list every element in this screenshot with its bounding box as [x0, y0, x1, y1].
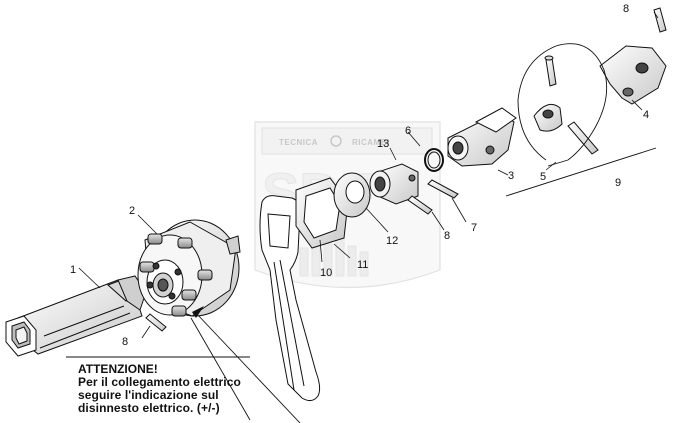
pin-part-lower-left: [145, 313, 167, 332]
group-9-outline: [505, 43, 657, 197]
warning-line-1: Per il collegamento elettrico: [78, 375, 241, 389]
warning-note: ATTENZIONE! Per il collegamento elettric…: [78, 363, 268, 415]
callout-13: 13: [377, 138, 389, 150]
callout-1: 1: [70, 264, 76, 276]
callout-10: 10: [320, 267, 332, 279]
watermark-left-text: TECNICA: [279, 138, 318, 147]
callout-11: 11: [357, 259, 368, 271]
leader-lines: [78, 11, 659, 339]
hub-housing-part: [137, 219, 241, 317]
lever-part: [259, 195, 321, 402]
callout-8-center: 8: [444, 230, 450, 242]
callout-2: 2: [129, 205, 135, 217]
warning-title: ATTENZIONE!: [78, 362, 158, 376]
arrow-icon: [192, 306, 204, 318]
bushing-part: [369, 163, 419, 205]
warning-line-2: seguire l'indicazione sul: [78, 388, 219, 402]
warning-line-3: disinnesto elettrico. (+/-): [78, 401, 220, 415]
fork-pieces-part: [533, 55, 599, 155]
watermark-gear-icon: [330, 135, 342, 147]
callout-7: 7: [471, 222, 477, 234]
callout-9: 9: [615, 177, 621, 189]
callout-8-lower-left: 8: [122, 336, 128, 348]
callout-6: 6: [405, 125, 411, 137]
snap-ring-part: [424, 148, 444, 172]
callout-4: 4: [643, 109, 649, 121]
yoke-part: [447, 107, 517, 167]
shaft-tube-part: [5, 275, 147, 357]
watermark-right-text: RICAMBI: [352, 138, 390, 147]
note-leader: [66, 312, 301, 423]
disc-part: [333, 172, 371, 218]
pin-part-top-right: [653, 7, 667, 33]
callout-3: 3: [508, 170, 514, 182]
pin-part-center: [407, 195, 433, 215]
pin-part-7: [427, 179, 459, 199]
callout-5: 5: [540, 171, 546, 183]
callout-8-top-right: 8: [623, 3, 629, 15]
callout-12: 12: [386, 235, 398, 247]
clevis-part: [599, 45, 667, 105]
